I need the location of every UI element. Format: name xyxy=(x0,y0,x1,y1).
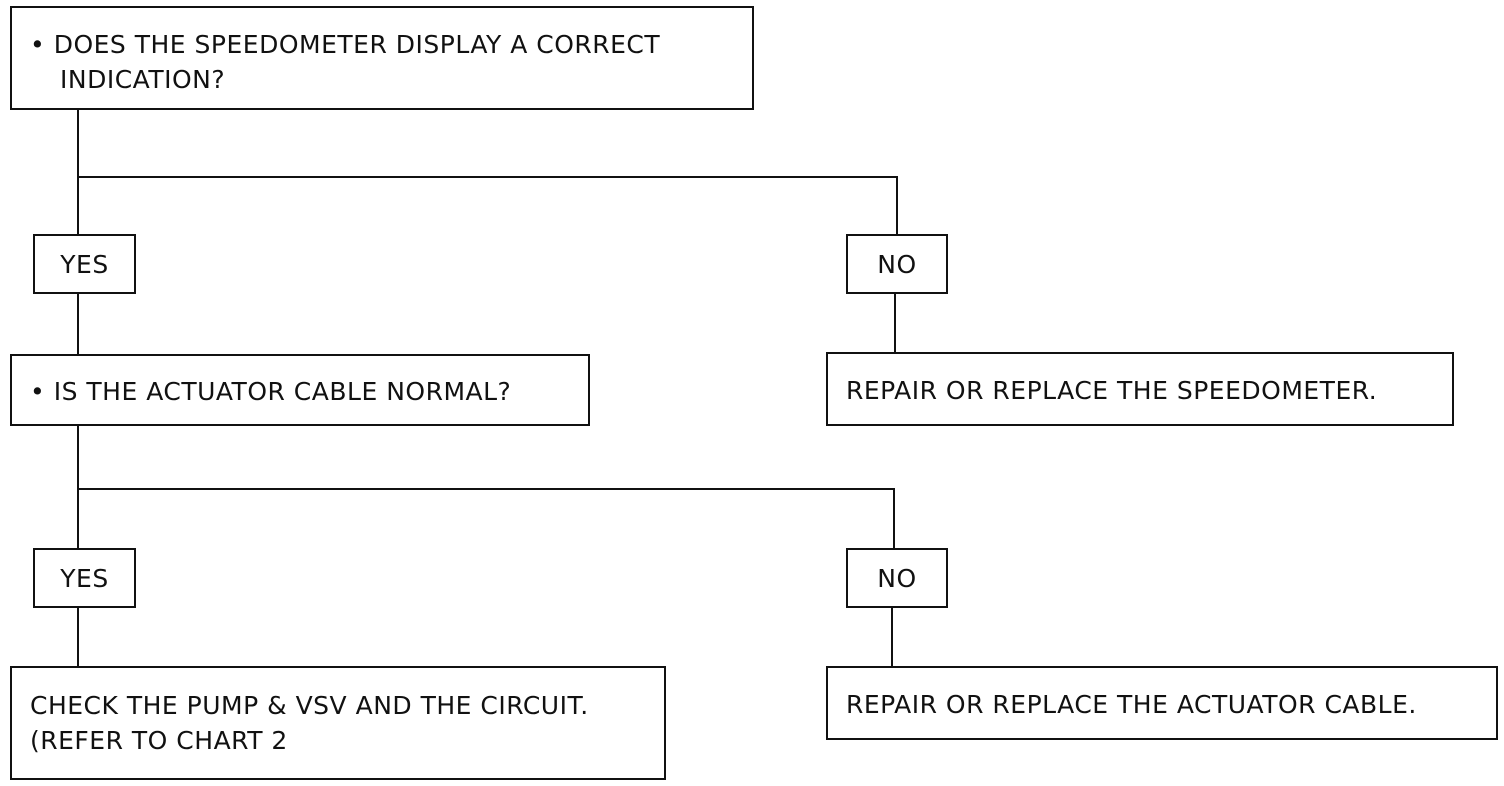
question-speedometer-box: • DOES THE SPEEDOMETER DISPLAY A CORRECT… xyxy=(10,6,754,110)
connector-q1-no-down xyxy=(896,176,898,236)
no-label-2: NO xyxy=(846,548,948,608)
no-label-1: NO xyxy=(846,234,948,294)
connector-q2-yes-to-result xyxy=(77,606,79,668)
result-check-pump-line2: (REFER TO CHART 2 xyxy=(30,726,288,755)
yes-label-1: YES xyxy=(33,234,136,294)
connector-q1-down xyxy=(77,108,79,236)
question-actuator-cable-text: • IS THE ACTUATOR CABLE NORMAL? xyxy=(30,377,512,406)
result-check-pump-box: CHECK THE PUMP & VSV AND THE CIRCUIT. (R… xyxy=(10,666,666,780)
question-actuator-cable-box: • IS THE ACTUATOR CABLE NORMAL? xyxy=(10,354,590,426)
result-replace-actuator-cable-box: REPAIR OR REPLACE THE ACTUATOR CABLE. xyxy=(826,666,1498,740)
question-speedometer-line2: INDICATION? xyxy=(60,65,226,94)
result-replace-speedometer-box: REPAIR OR REPLACE THE SPEEDOMETER. xyxy=(826,352,1454,426)
yes-label-2: YES xyxy=(33,548,136,608)
connector-q1-yes-to-q2 xyxy=(77,292,79,356)
connector-q2-down xyxy=(77,424,79,550)
connector-q2-no-to-result xyxy=(891,606,893,668)
no-label-1-text: NO xyxy=(877,249,917,279)
yes-label-2-text: YES xyxy=(60,563,109,593)
no-label-2-text: NO xyxy=(877,563,917,593)
result-replace-actuator-cable-text: REPAIR OR REPLACE THE ACTUATOR CABLE. xyxy=(846,690,1417,719)
connector-q1-branch xyxy=(77,176,898,178)
connector-q1-no-to-result xyxy=(894,292,896,354)
question-speedometer-line1: • DOES THE SPEEDOMETER DISPLAY A CORRECT xyxy=(30,30,661,59)
result-replace-speedometer-text: REPAIR OR REPLACE THE SPEEDOMETER. xyxy=(846,376,1378,405)
connector-q2-no-down xyxy=(893,488,895,550)
connector-q2-branch xyxy=(77,488,895,490)
yes-label-1-text: YES xyxy=(60,249,109,279)
result-check-pump-line1: CHECK THE PUMP & VSV AND THE CIRCUIT. xyxy=(30,691,589,720)
